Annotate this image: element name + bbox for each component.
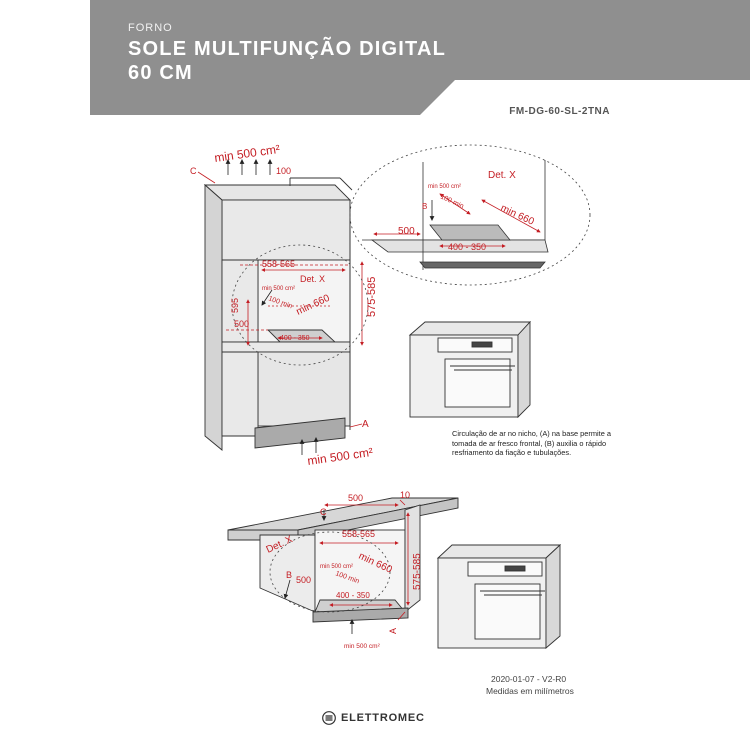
counter-width-label: 558-565: [342, 529, 375, 539]
countertop-dims: [269, 499, 410, 634]
counter-10-label: 10: [400, 490, 410, 500]
product-category: FORNO: [128, 22, 173, 34]
counter-500-label: 500: [348, 493, 363, 503]
detail-vent-label: min 500 cm²: [428, 184, 461, 190]
cabinet-500-label: 500: [234, 319, 249, 329]
tall-cabinet-dims: [197, 159, 369, 455]
brand-name: ELETTROMEC: [341, 712, 425, 724]
date-version: 2020-01-07 - V2-R0: [491, 674, 567, 684]
detail-400-350-label: 400 - 350: [448, 242, 486, 252]
counter-400-350-label: 400 - 350: [336, 591, 370, 600]
counter-letter-a-label: A: [388, 628, 398, 634]
letter-c-label: C: [190, 166, 197, 176]
counter-letter-c-label: C: [320, 507, 327, 517]
detail-letter-b-label: B: [422, 202, 427, 211]
small-vent-label: min 500 cm²: [262, 286, 295, 292]
detail-x-zoom: [349, 144, 591, 286]
oven-front-view-1: [408, 320, 532, 419]
counter-500-side-label: 500: [296, 575, 311, 585]
niche-height-label: 575-585: [366, 277, 378, 317]
cabinet-595-label: 595: [230, 298, 240, 313]
countertop-installation: [227, 497, 459, 623]
vent-area-bottom-label: min 500 cm²: [306, 445, 373, 468]
counter-vent-bottom-label: min 500 cm²: [344, 643, 381, 650]
counter-letter-b-label: B: [286, 570, 292, 580]
detail-x-zoom-label: Det. X: [488, 170, 516, 181]
detail-min-660-label: min 660: [499, 203, 536, 228]
opening-400-350-label: 400 - 350: [280, 335, 310, 342]
header-band: [90, 0, 750, 115]
counter-vent-small-label: min 500 cm²: [320, 564, 353, 570]
brand-mark-icon: [322, 711, 336, 725]
units-note: Medidas em milímetros: [486, 686, 574, 696]
tall-cabinet: [203, 177, 353, 451]
page-title: SOLE MULTIFUNÇÃO DIGITAL 60 CM: [128, 38, 446, 84]
counter-height-label: 575-585: [412, 553, 423, 590]
airflow-note: Circulação de ar no nicho, (A) na base p…: [452, 429, 611, 458]
top-gap-label: 100: [276, 166, 291, 176]
detail-100-min-label: 100 min: [439, 193, 465, 210]
detail-x-label: Det. X: [300, 274, 325, 284]
vent-area-top-label: min 500 cm²: [213, 142, 280, 165]
niche-width-label: 558-565: [262, 259, 295, 269]
brand-logo: ELETTROMEC: [322, 708, 425, 728]
oven-front-view-2: [436, 543, 562, 649]
letter-a-label: A: [362, 419, 369, 430]
model-code: FM-DG-60-SL-2TNA: [509, 106, 610, 117]
detail-500-label: 500: [398, 226, 415, 237]
